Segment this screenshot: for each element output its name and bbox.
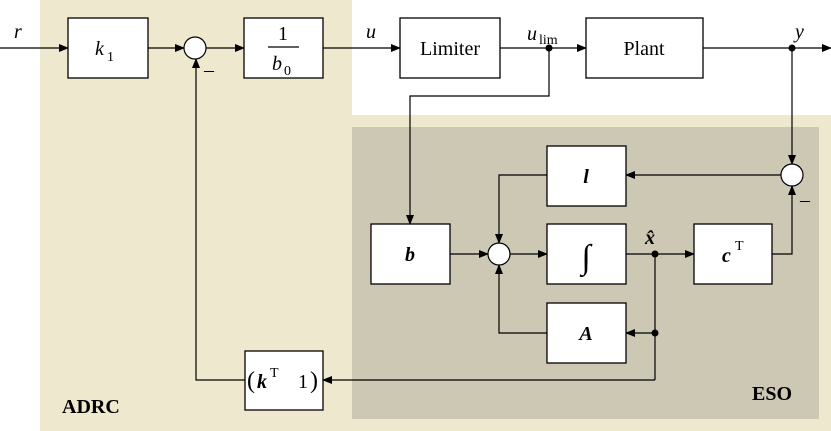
summing-junction-controller: [183, 36, 207, 60]
k1-block: k 1: [67, 17, 149, 79]
plant-label: Plant: [623, 38, 665, 60]
kt-right-paren: ): [310, 368, 318, 394]
kt-one: 1: [298, 371, 308, 393]
inv-b0-subscript: 0: [284, 64, 291, 79]
a-label: A: [577, 323, 592, 345]
summing-junction-error: [780, 163, 804, 187]
kt-superscript: T: [270, 366, 279, 381]
wire-kt-to-sum: [192, 58, 245, 381]
ct-block: c T: [693, 223, 773, 285]
limiter-block: Limiter: [399, 17, 501, 79]
junction-xhat-a: [651, 329, 659, 337]
junction-ulim: [545, 44, 553, 52]
kt-left-paren: (: [247, 368, 255, 394]
inv-b0-numerator: 1: [278, 23, 288, 45]
integrator-block: ∫: [546, 223, 627, 285]
signal-u-label: u: [366, 21, 376, 43]
l-label: l: [583, 166, 589, 188]
ct-superscript: T: [735, 239, 744, 254]
inv-b0-block: 1 b 0: [243, 17, 324, 79]
summing-junction-observer: [487, 242, 511, 266]
signal-y-label: y: [793, 21, 804, 43]
adrc-label: ADRC: [62, 396, 120, 418]
minus-sign-controller: –: [203, 59, 215, 81]
k1-label: k: [95, 38, 105, 60]
signal-r-label: r: [14, 21, 22, 43]
signal-ulim-label: u: [527, 23, 537, 45]
integral-sign: ∫: [579, 239, 593, 278]
junction-dots: [545, 44, 796, 337]
b-label: b: [405, 244, 415, 266]
ct-label: c: [722, 245, 731, 267]
signal-ulim-subscript: lim: [539, 33, 558, 48]
junction-y: [788, 44, 796, 52]
wire-ulim-to-b: [406, 48, 550, 225]
plant-block: Plant: [585, 17, 704, 79]
inv-b0-denominator: b: [272, 53, 282, 75]
kt-block: ( k T 1 ): [244, 350, 324, 411]
signal-xhat-label: x̂: [644, 227, 655, 249]
kt-label: k: [257, 371, 267, 393]
k1-subscript: 1: [107, 50, 114, 65]
signal-ulim: u lim: [527, 23, 558, 48]
junction-xhat: [651, 250, 659, 258]
minus-sign-error: –: [799, 189, 811, 211]
b-block: b: [370, 223, 451, 285]
a-block: A: [546, 302, 627, 364]
eso-label: ESO: [752, 383, 792, 405]
wire-a-to-sum: [495, 264, 547, 334]
limiter-label: Limiter: [420, 38, 480, 60]
wire-l-to-sum: [495, 174, 547, 244]
wire-ct-to-eso-sum: [772, 185, 796, 255]
signal-wires: [0, 44, 831, 384]
l-block: l: [546, 145, 627, 207]
